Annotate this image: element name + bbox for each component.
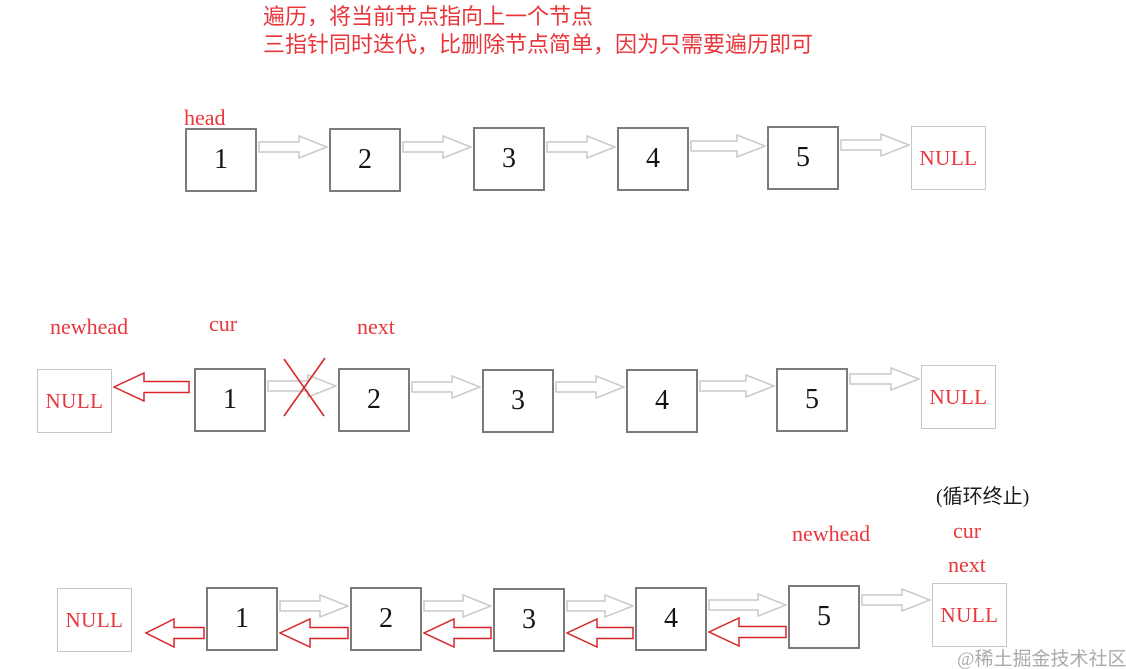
arrow-left-icon — [112, 371, 190, 407]
null-box: NULL — [37, 369, 112, 433]
pointer-label-newhead: newhead — [792, 521, 871, 546]
title-line-1: 遍历，将当前节点指向上一个节点 — [263, 4, 594, 29]
watermark: @稀土掘金技术社区 — [957, 649, 1126, 669]
node-value: 5 — [796, 142, 810, 173]
arrow-right-icon — [690, 133, 768, 163]
arrow-right-icon — [699, 373, 777, 403]
node-value: 2 — [358, 144, 372, 175]
node-value: 3 — [522, 604, 536, 635]
node-box: 2 — [329, 128, 401, 192]
arrow-left-icon — [278, 617, 349, 653]
node-value: 5 — [805, 384, 819, 415]
cross-out-icon — [281, 356, 327, 423]
node-value: 3 — [502, 143, 516, 174]
arrow-right-icon — [840, 132, 912, 162]
arrow-right-icon — [423, 593, 494, 623]
node-value: 3 — [511, 385, 525, 416]
arrow-right-icon — [411, 374, 483, 404]
arrow-right-icon — [555, 374, 627, 404]
node-value: 1 — [223, 384, 237, 415]
arrow-right-icon — [258, 134, 330, 164]
node-value: 1 — [214, 144, 228, 175]
node-value: 2 — [379, 603, 393, 634]
arrow-left-icon — [422, 617, 492, 653]
arrow-left-icon — [707, 616, 787, 652]
null-box: NULL — [57, 588, 132, 652]
arrow-left-icon — [565, 617, 634, 653]
pointer-label-cur: cur — [953, 518, 982, 543]
null-box: NULL — [911, 126, 986, 190]
pointer-label-cur: cur — [209, 311, 238, 336]
arrow-right-icon — [849, 366, 922, 396]
title-line-2: 三指针同时迭代，比删除节点简单，因为只需要遍历即可 — [263, 32, 814, 57]
node-box: 3 — [493, 588, 565, 652]
node-box: 3 — [473, 127, 545, 191]
pointer-label-next: next — [357, 314, 395, 339]
node-box: 4 — [626, 369, 698, 433]
node-box: 4 — [635, 587, 707, 651]
arrow-left-icon — [144, 617, 205, 653]
arrow-right-icon — [861, 587, 933, 617]
null-label: NULL — [940, 602, 999, 627]
arrow-right-icon — [546, 134, 618, 164]
node-box: 5 — [776, 368, 848, 432]
null-label: NULL — [929, 384, 988, 409]
null-box: NULL — [932, 583, 1007, 647]
null-label: NULL — [919, 145, 978, 170]
node-box: 1 — [185, 128, 257, 192]
node-value: 4 — [655, 385, 669, 416]
node-value: 1 — [235, 603, 249, 634]
pointer-label-newhead: newhead — [50, 314, 129, 339]
pointer-label-head: head — [184, 105, 226, 130]
node-value: 4 — [646, 143, 660, 174]
node-box: 2 — [350, 587, 422, 651]
node-box: 5 — [788, 585, 860, 649]
arrow-right-icon — [279, 593, 351, 623]
pointer-label-next: next — [948, 552, 986, 577]
null-label: NULL — [45, 388, 104, 413]
node-box: 4 — [617, 127, 689, 191]
node-box: 1 — [206, 587, 278, 651]
null-label: NULL — [65, 607, 124, 632]
node-box: 5 — [767, 126, 839, 190]
arrow-right-icon — [566, 593, 636, 623]
loop-end-note: (循环终止) — [936, 486, 1030, 508]
title-block: 遍历，将当前节点指向上一个节点 三指针同时迭代，比删除节点简单，因为只需要遍历即… — [263, 3, 813, 59]
arrow-right-icon — [708, 592, 789, 622]
node-box: 2 — [338, 368, 410, 432]
node-value: 5 — [817, 601, 831, 632]
node-value: 4 — [664, 603, 678, 634]
node-value: 2 — [367, 384, 381, 415]
node-box: 3 — [482, 369, 554, 433]
arrow-right-icon — [402, 134, 474, 164]
null-box: NULL — [921, 365, 996, 429]
node-box: 1 — [194, 368, 266, 432]
